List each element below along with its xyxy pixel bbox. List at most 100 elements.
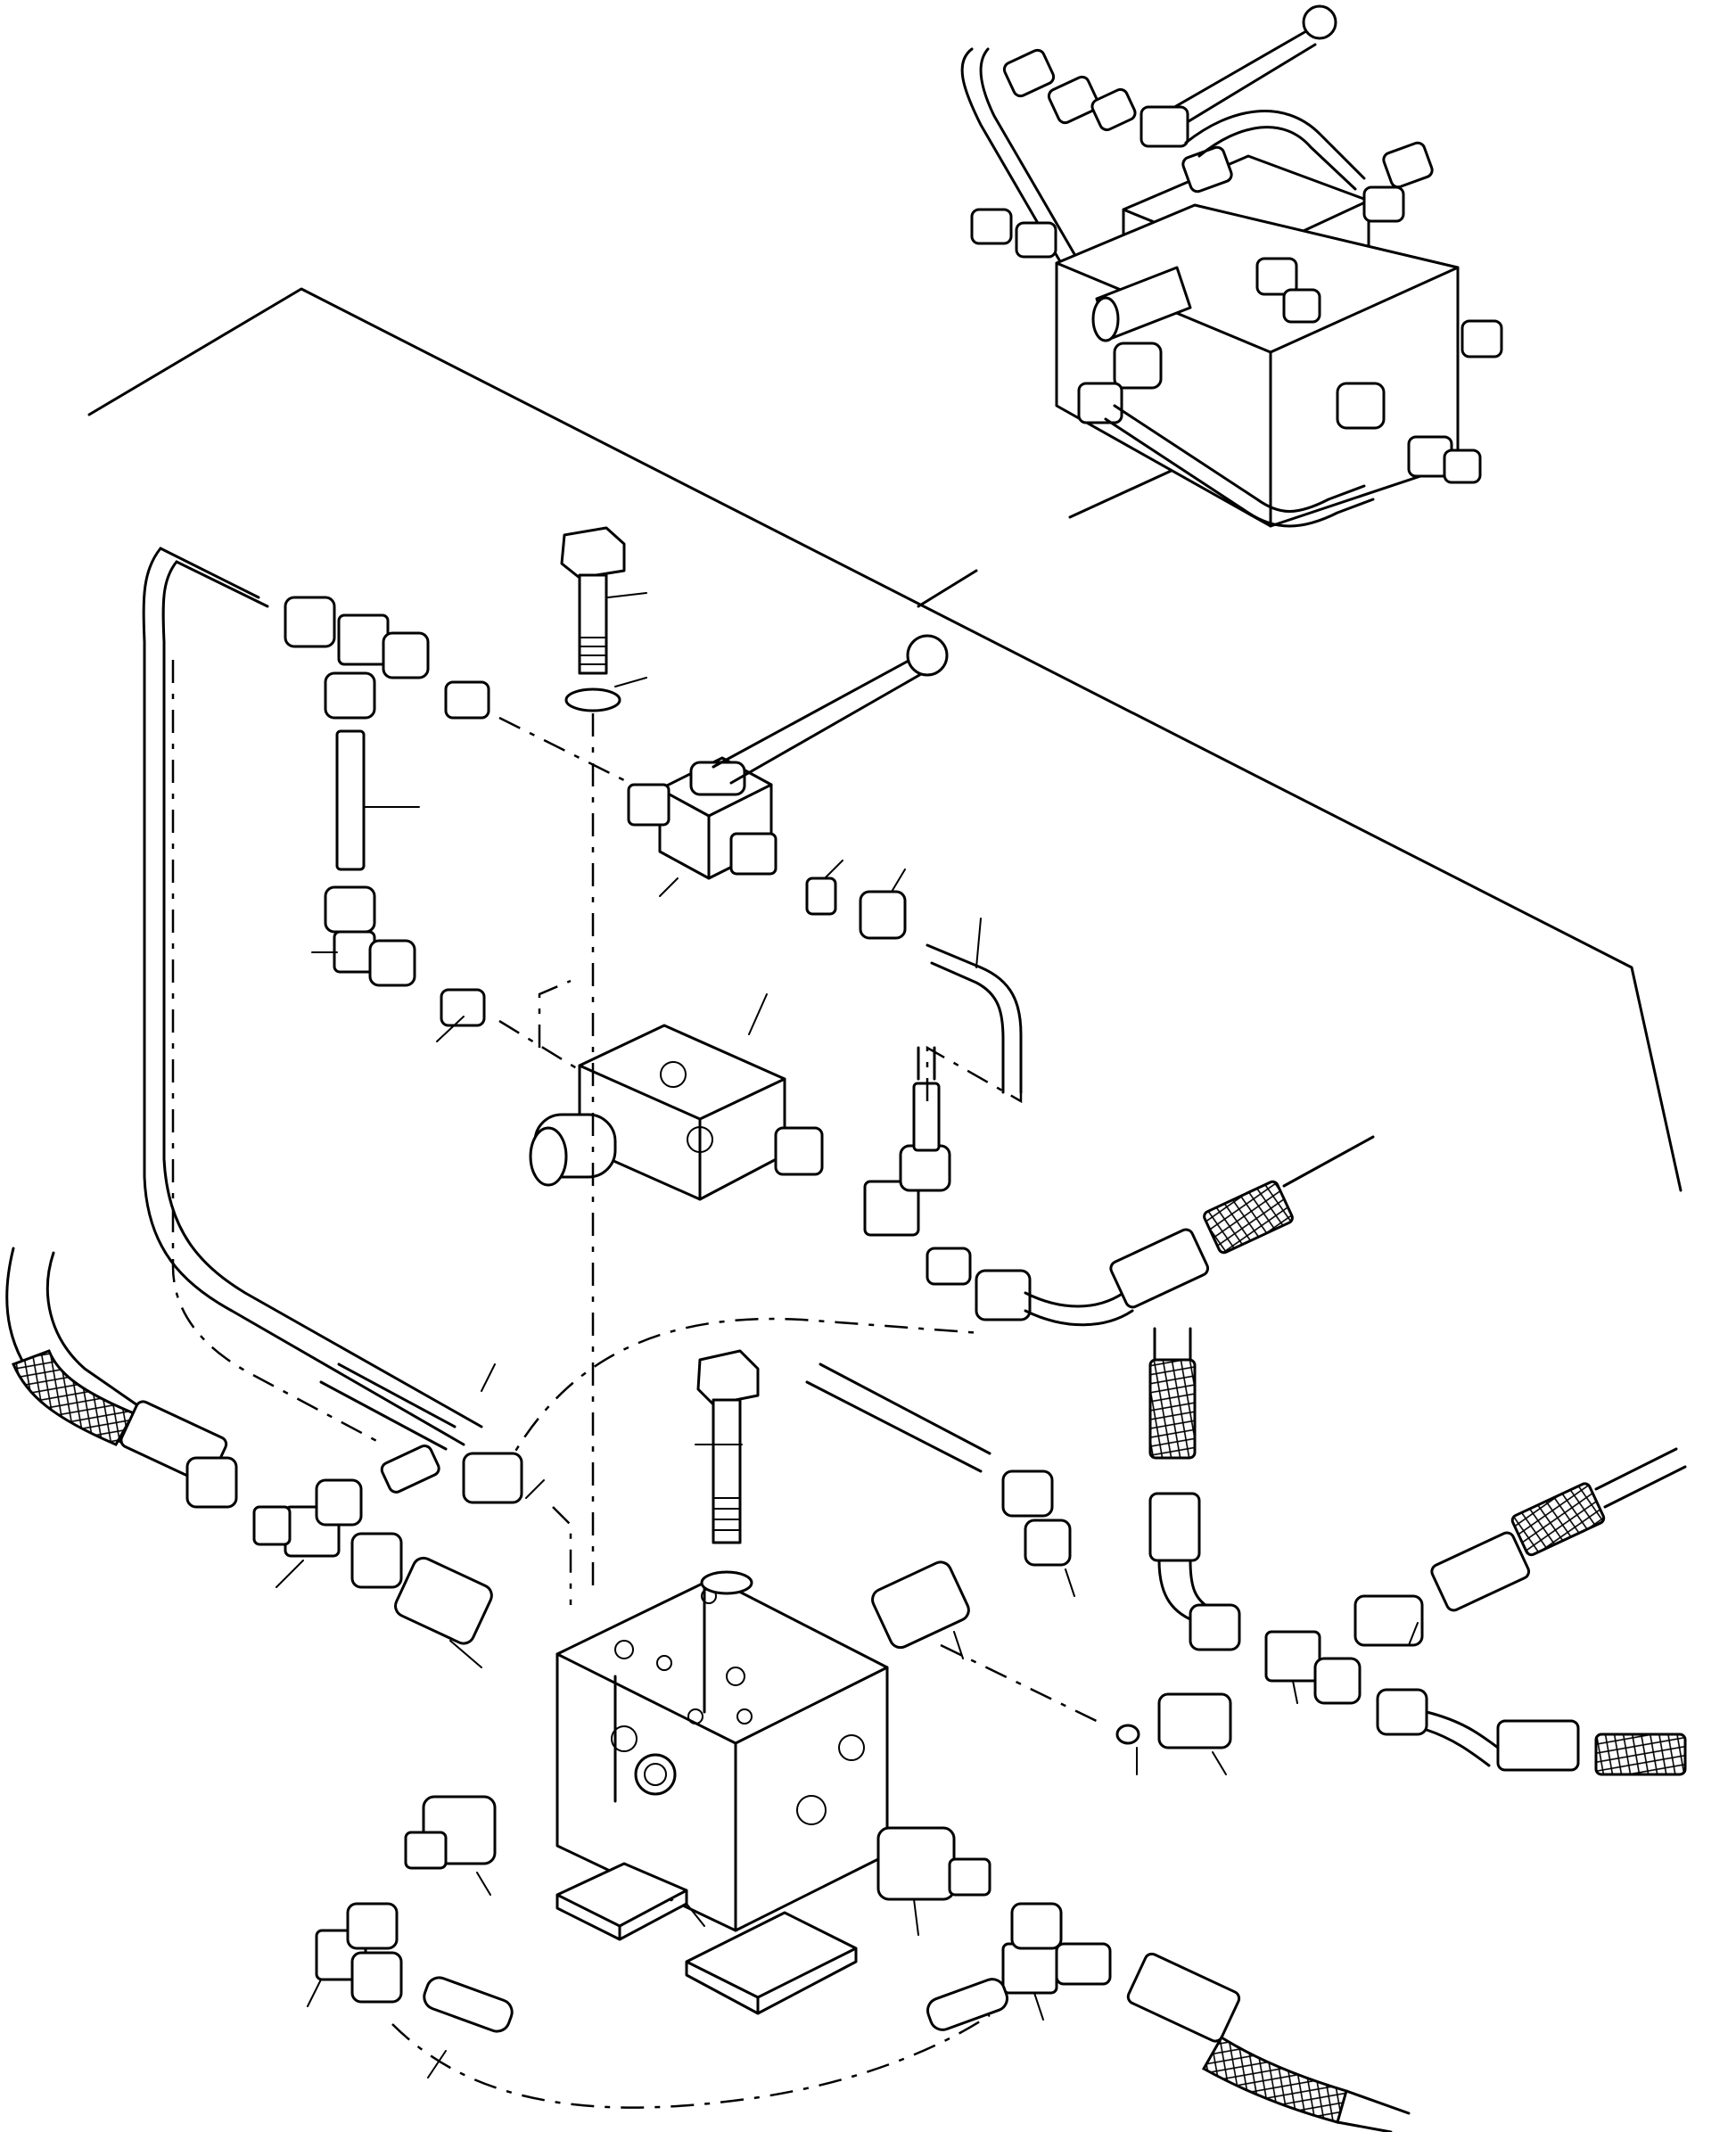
manifold-top-hole-1 [615, 1641, 633, 1659]
valve-lever-handle [713, 655, 927, 783]
manifold-top-hole-5 [737, 1709, 752, 1724]
valve-body-edge [660, 785, 771, 878]
bolt-upper-shank [580, 575, 606, 673]
manifold-side-port-inner [645, 1764, 666, 1785]
hex-nut-top-left [285, 597, 334, 646]
hose-ferrule-block [1108, 1227, 1210, 1309]
adapter-fitting-block-left [392, 1554, 496, 1647]
upper-tube-line [144, 528, 1373, 1445]
inset-plug-end [1093, 298, 1118, 341]
braided-hose-vertical [1150, 1360, 1195, 1458]
bolt-lower-head [698, 1351, 758, 1404]
hex-nut-lower-right [1012, 1904, 1061, 1948]
selector-knob-end [531, 1128, 566, 1185]
adapter-fitting-top [446, 682, 489, 718]
nipple-lower-right [950, 1859, 990, 1895]
dash-left-lower [553, 1507, 571, 1605]
tee-fitting-top [339, 615, 388, 664]
washer-right [1117, 1725, 1139, 1743]
elbow-fitting-mid [334, 932, 374, 972]
inset-lever-knob [1304, 6, 1336, 38]
hex-nut-lower-left-2 [352, 1953, 401, 2002]
short-tube-bottom-right [925, 1976, 1011, 2034]
diagonal-tube-left [321, 1364, 455, 1449]
braided-hose-block [1203, 1180, 1295, 1254]
nut-leaders [825, 860, 905, 892]
bolt-lower-thread [715, 1498, 738, 1530]
hose-nut-block [976, 1271, 1030, 1320]
lower-left-leaders [308, 1980, 446, 2078]
manifold-top-hole-2 [727, 1667, 745, 1685]
hex-nut-right [860, 892, 905, 938]
hose-ferrule-bottom-right [1126, 1952, 1242, 2044]
right-group-leaders [1293, 1623, 1418, 1703]
adapter-fitting-right-small [1159, 1694, 1230, 1748]
tee-fitting-lower-right [1003, 1944, 1057, 1993]
right-small-leaders [1137, 1748, 1226, 1774]
bolt-upper-head [562, 528, 624, 578]
inset-crossover-tube [1186, 111, 1364, 189]
manifold-block-edge [557, 1654, 887, 1930]
manifold-inner-edge [615, 1587, 704, 1801]
valve-lever-hub [691, 762, 745, 794]
manifold-front-port [797, 1796, 826, 1824]
installed-valve-assembly-inset [962, 6, 1502, 526]
base-plate-right [687, 1913, 856, 2013]
base-plate-left [557, 1864, 687, 1939]
block-right-leaders [954, 1569, 1074, 1659]
selector-port [687, 1127, 712, 1152]
short-tube-ferrule [380, 1444, 441, 1494]
hex-nut-lower-left [348, 1904, 397, 1948]
block-left-leaders [276, 1560, 481, 1667]
short-tube-lower [421, 1974, 515, 2035]
right-block-tube [807, 1364, 990, 1471]
washer-lower [702, 1572, 752, 1593]
bent-tube-right [927, 945, 1021, 1092]
valve-left-nipple [629, 785, 669, 825]
adapter-fitting-lower-right [878, 1828, 954, 1899]
nipple-left [254, 1507, 290, 1544]
inset-lever-handle [1159, 31, 1315, 134]
hex-nut-hose-left [187, 1458, 236, 1507]
boundary-line [89, 289, 1681, 1190]
selector-leader [749, 994, 767, 1034]
adapter-fitting-left-tube [464, 1453, 522, 1502]
hex-nut-right-group [1190, 1605, 1239, 1650]
bolt-lower-shank [713, 1400, 740, 1543]
hose-bend-block [1025, 1293, 1132, 1325]
lower-left-leader [477, 1873, 490, 1895]
short-vertical-tube [337, 731, 364, 869]
manifold-top-hole-6 [688, 1709, 703, 1724]
dash-upper-horizontal [499, 718, 633, 785]
hex-nut-top-lower [325, 673, 374, 718]
bottom-right-leaders [1034, 1993, 1043, 2020]
dash-right-block [941, 1645, 1106, 1725]
hex-nut-block-left [352, 1534, 401, 1587]
long-return-tube [144, 548, 481, 1445]
base-plate-leader [687, 1904, 704, 1926]
dash-tube-vertical-left [173, 660, 383, 1445]
routing-dash-lines [173, 660, 1106, 2108]
hose-ferrule-vertical [1150, 1494, 1199, 1560]
nipple-lower-left [406, 1832, 446, 1868]
braided-hose-right-lower [1596, 1734, 1685, 1774]
valve-right-nipple [731, 834, 776, 874]
hex-nut-mid-right [370, 941, 415, 985]
hex-nut-right-lower [1378, 1690, 1427, 1734]
hose-vertical-ends [1155, 1329, 1190, 1360]
adapter-fitting-block-low [927, 1248, 970, 1284]
dash-base-loop [392, 2015, 990, 2108]
hex-nut-mid [325, 887, 374, 932]
tee-fitting-right-group [1266, 1632, 1320, 1681]
manifold-top-hole-3 [657, 1656, 671, 1670]
valve-lever-knob [908, 636, 947, 675]
leader-lines-mid [312, 952, 464, 1041]
left-tube-leaders [481, 1364, 544, 1498]
tube-end-upper [160, 548, 267, 606]
hose-ferrule-right-upper [1429, 1530, 1531, 1612]
hose-bottom-right-tail [1337, 2091, 1409, 2132]
adapter-fitting-block [776, 1128, 822, 1174]
tee-fitting-block [865, 1181, 918, 1235]
lower-right-leader [914, 1899, 918, 1935]
inset-loop-tube [962, 49, 1074, 263]
